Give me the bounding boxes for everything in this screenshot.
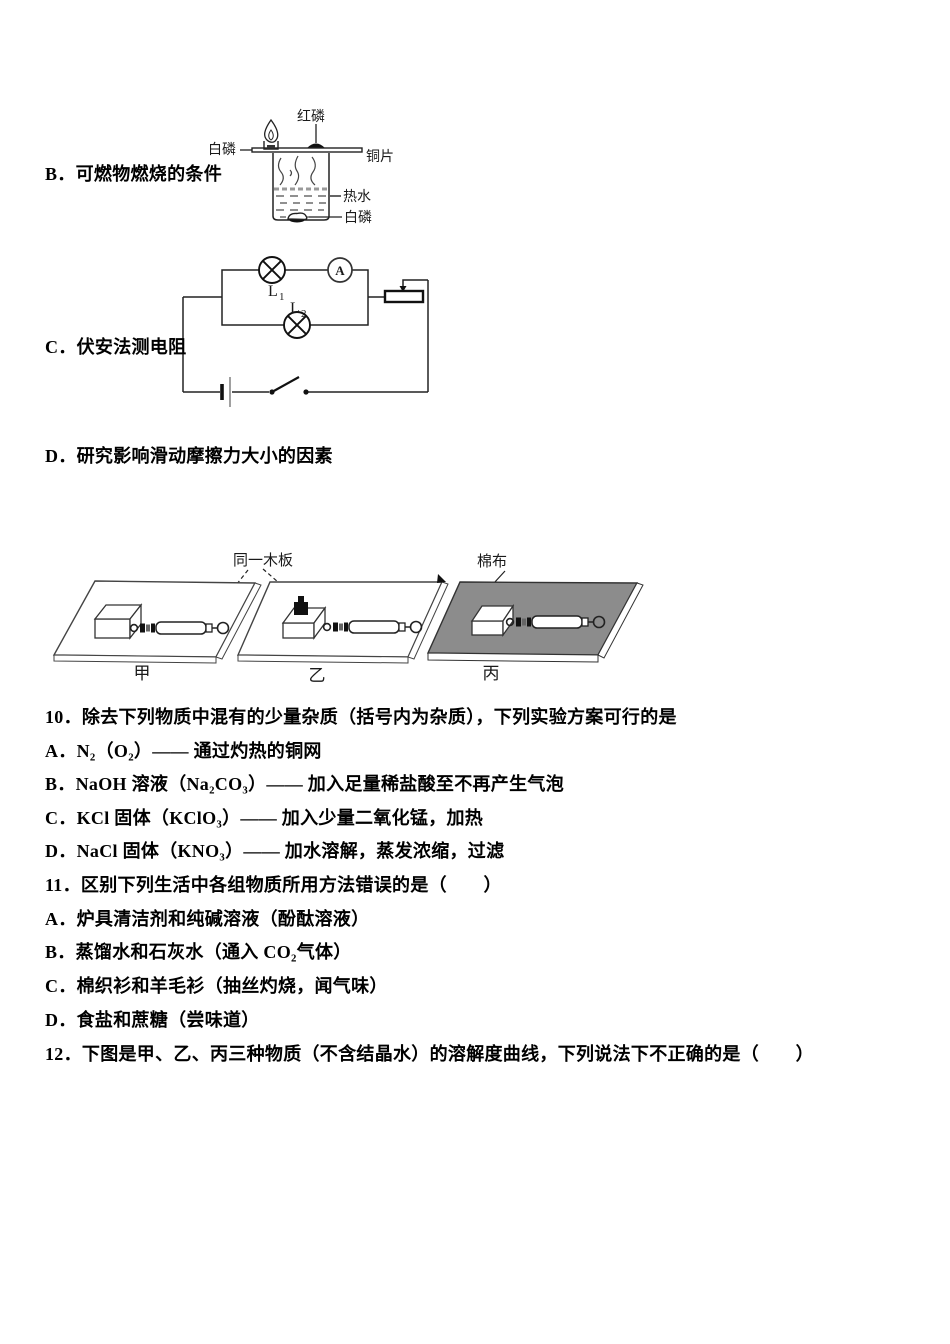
- white-phosphorus-bottom-label: 白磷: [344, 210, 372, 226]
- option-b-label: B．可燃物燃烧的条件: [45, 164, 223, 184]
- circuit-wires: [182, 269, 429, 393]
- burning-phosphorus: [267, 145, 275, 149]
- friction-experiment-figure: 同一木板 棉布 甲: [52, 551, 644, 685]
- option-c-label: C．伏安法测电阻: [45, 337, 187, 357]
- question-11-option-b: B．蒸馏水和石灰水（通入 CO₂气体）: [45, 942, 352, 962]
- board-yi-label: 乙: [309, 666, 326, 685]
- lamp1-label-sub: 1: [279, 291, 285, 303]
- ammeter-letter: A: [335, 263, 345, 278]
- question-stem-text: 除去下列物质中混有的少量杂质（括号内为杂质），下列实验方案可行的是: [81, 707, 677, 727]
- board-jia: [52, 580, 262, 664]
- question-10-stem: 10．除去下列物质中混有的少量杂质（括号内为杂质），下列实验方案可行的是: [45, 703, 677, 729]
- white-smoke: [277, 155, 316, 186]
- board-yi: [236, 581, 449, 664]
- copper-sheet-label: 铜片: [366, 149, 394, 165]
- question-10-option-d: D．NaCl 固体（KNO₃）—— 加水溶解，蒸发浓缩，过滤: [45, 841, 505, 861]
- white-phosphorus-lump: [287, 212, 308, 221]
- lamp2-label: L: [290, 300, 300, 317]
- question-12-stem: 12．下图是甲、乙、丙三种物质（不含结晶水）的溶解度曲线，下列说法下不正确的是（…: [45, 1040, 814, 1066]
- flame-inner: [268, 129, 274, 141]
- wood-block-yi: [281, 606, 327, 640]
- weight-on-block: [294, 596, 308, 615]
- question-stem-text: 下图是甲、乙、丙三种物质（不含结晶水）的溶解度曲线，下列说法下不正确的是（ ）: [81, 1044, 814, 1064]
- switch-icon: [269, 376, 309, 395]
- question-number: 12．: [45, 1044, 82, 1064]
- question-10-option-b: B．NaOH 溶液（Na₂CO₃）—— 加入足量稀盐酸至不再产生气泡: [45, 774, 564, 794]
- lamp1-label: L: [268, 283, 278, 300]
- question-stem-text: 区别下列生活中各组物质所用方法错误的是（ ）: [80, 875, 502, 895]
- water-shading: [276, 195, 327, 218]
- board-yi-corner-mark: [437, 574, 446, 583]
- board-bing-label: 丙: [483, 664, 500, 683]
- battery-icon: [220, 377, 231, 407]
- hot-water-label: 热水: [343, 189, 371, 205]
- question-11-option-a: A．炉具清洁剂和纯碱溶液（酚酞溶液）: [45, 909, 370, 929]
- white-phosphorus-top-label: 白磷: [208, 142, 236, 158]
- red-phosphorus-label: 红磷: [297, 109, 325, 125]
- question-11-stem: 11．区别下列生活中各组物质所用方法错误的是（ ）: [45, 871, 502, 897]
- lamp2-icon: [283, 311, 311, 339]
- lamp2-label-sub: 2: [301, 308, 307, 320]
- circuit-diagram-figure: A L 1 L 2: [182, 256, 429, 407]
- question-11-option-d: D．食盐和蔗糖（尝味道）: [45, 1010, 260, 1030]
- option-d-label: D．研究影响滑动摩擦力大小的因素: [45, 446, 333, 466]
- phosphorus-cup: [263, 141, 279, 150]
- wood-block-jia: [93, 603, 143, 640]
- red-phosphorus-mound: [307, 143, 325, 148]
- question-10-option-c: C．KCl 固体（KClO₃）—— 加入少量二氧化锰，加热: [45, 808, 484, 828]
- question-11-option-c: C．棉织衫和羊毛衫（抽丝灼烧，闻气味）: [45, 976, 388, 996]
- board-jia-label: 甲: [134, 664, 151, 683]
- lamp1-icon: [258, 256, 286, 284]
- rheostat-icon: [383, 286, 425, 304]
- question-number: 10．: [45, 707, 82, 727]
- wood-block-bing: [470, 603, 515, 638]
- combustion-experiment-figure: 红磷 铜片 白磷 热水: [208, 109, 394, 226]
- question-number: 11．: [45, 875, 81, 895]
- same-board-label: 同一木板: [233, 551, 293, 569]
- ammeter-icon: A: [327, 257, 353, 283]
- same-board-leader-left: [228, 569, 249, 595]
- question-10-option-a: A．N₂（O₂）—— 通过灼热的铜网: [45, 741, 322, 761]
- cotton-cloth-label: 棉布: [477, 553, 507, 570]
